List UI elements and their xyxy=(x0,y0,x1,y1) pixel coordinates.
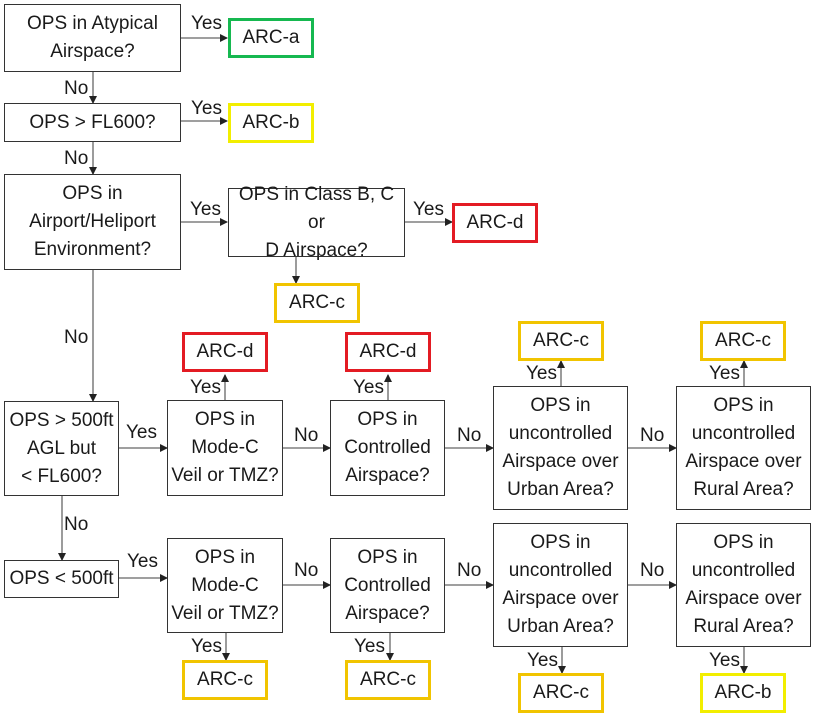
decision-class-bcd-airspace: OPS in Class B, C or D Airspace? xyxy=(228,184,405,261)
label-no: No xyxy=(457,425,482,446)
label-no: No xyxy=(64,148,89,169)
outcome-arc-d: ARC-d xyxy=(452,203,538,243)
label-yes: Yes xyxy=(527,650,558,671)
outcome-arc-c: ARC-c xyxy=(518,321,604,361)
decision-above-500ft-agl: OPS > 500ft AGL but < FL600? xyxy=(4,401,119,496)
outcome-arc-b: ARC-b xyxy=(700,673,786,713)
label-yes: Yes xyxy=(191,636,222,657)
decision-mid-controlled-airspace: OPS in Controlled Airspace? xyxy=(330,400,445,496)
label-yes: Yes xyxy=(526,363,557,384)
decision-low-controlled-airspace: OPS in Controlled Airspace? xyxy=(330,538,445,633)
outcome-arc-c: ARC-c xyxy=(345,660,431,700)
label-no: No xyxy=(640,560,665,581)
outcome-arc-c: ARC-c xyxy=(182,660,268,700)
label-no: No xyxy=(294,425,319,446)
outcome-arc-b: ARC-b xyxy=(228,103,314,143)
label-yes: Yes xyxy=(191,98,222,119)
label-yes: Yes xyxy=(709,363,740,384)
decision-mid-uncontrolled-urban: OPS in uncontrolled Airspace over Urban … xyxy=(493,386,628,510)
label-no: No xyxy=(294,560,319,581)
label-yes: Yes xyxy=(709,650,740,671)
outcome-arc-d: ARC-d xyxy=(182,332,268,372)
label-yes: Yes xyxy=(126,422,157,443)
outcome-arc-c: ARC-c xyxy=(274,283,360,323)
label-no: No xyxy=(64,78,89,99)
label-yes: Yes xyxy=(190,377,221,398)
label-yes: Yes xyxy=(353,377,384,398)
label-no: No xyxy=(640,425,665,446)
decision-below-500ft: OPS < 500ft xyxy=(4,560,119,598)
label-yes: Yes xyxy=(413,199,444,220)
label-no: No xyxy=(64,327,89,348)
decision-low-modec-veil: OPS in Mode-C Veil or TMZ? xyxy=(167,538,283,633)
decision-mid-uncontrolled-rural: OPS in uncontrolled Airspace over Rural … xyxy=(676,386,811,510)
label-yes: Yes xyxy=(127,551,158,572)
decision-mid-modec-veil: OPS in Mode-C Veil or TMZ? xyxy=(167,400,283,496)
label-yes: Yes xyxy=(354,636,385,657)
decision-atypical-airspace: OPS in Atypical Airspace? xyxy=(4,4,181,72)
outcome-arc-c: ARC-c xyxy=(518,673,604,713)
label-no: No xyxy=(457,560,482,581)
decision-low-uncontrolled-urban: OPS in uncontrolled Airspace over Urban … xyxy=(493,523,628,647)
outcome-arc-c: ARC-c xyxy=(700,321,786,361)
label-yes: Yes xyxy=(191,13,222,34)
outcome-arc-a: ARC-a xyxy=(228,18,314,58)
label-no: No xyxy=(64,514,89,535)
decision-above-fl600: OPS > FL600? xyxy=(4,103,181,142)
decision-airport-environment: OPS in Airport/Heliport Environment? xyxy=(4,174,181,270)
outcome-arc-d: ARC-d xyxy=(345,332,431,372)
decision-low-uncontrolled-rural: OPS in uncontrolled Airspace over Rural … xyxy=(676,523,811,647)
label-yes: Yes xyxy=(190,199,221,220)
